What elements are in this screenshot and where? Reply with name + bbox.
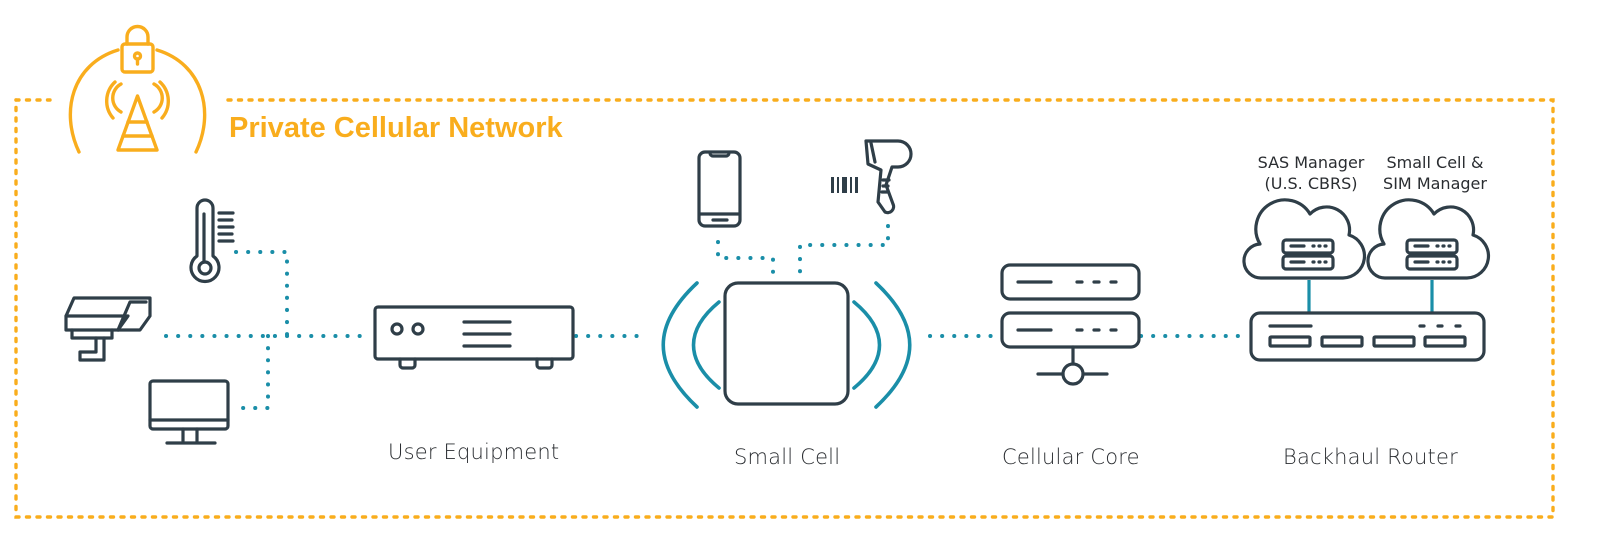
thermometer-icon	[189, 198, 235, 284]
router-icon	[1249, 311, 1486, 362]
barcode-scanner-icon	[831, 139, 913, 215]
label-sim-manager-line1: Small Cell &	[1386, 153, 1484, 172]
connection-lines	[164, 224, 1434, 410]
server-stack-icon	[1000, 263, 1141, 386]
label-sim-manager: Small Cell & SIM Manager	[1360, 152, 1510, 194]
label-user-equipment: User Equipment	[388, 440, 560, 464]
label-backhaul-router: Backhaul Router	[1283, 445, 1458, 469]
link-phone	[716, 240, 775, 284]
locked-tower-icon	[68, 24, 207, 154]
link-scanner	[798, 224, 890, 284]
label-cellular-core: Cellular Core	[1002, 445, 1140, 469]
label-sas-manager: SAS Manager (U.S. CBRS)	[1236, 152, 1386, 194]
link-thermometer	[234, 250, 289, 338]
camera-icon	[64, 296, 152, 362]
network-boundary	[14, 98, 1555, 519]
cloud-server-icon	[1366, 198, 1491, 280]
page-title: Private Cellular Network	[229, 112, 563, 144]
label-sim-manager-line2: SIM Manager	[1383, 174, 1487, 193]
label-small-cell: Small Cell	[734, 445, 841, 469]
small-cell-icon	[661, 281, 912, 409]
phone-icon	[697, 150, 742, 228]
label-sas-manager-line1: SAS Manager	[1257, 153, 1365, 172]
monitor-icon	[148, 379, 230, 445]
label-sas-manager-line2: (U.S. CBRS)	[1264, 174, 1358, 193]
set-top-box-icon	[373, 305, 575, 370]
link-monitor	[234, 334, 270, 410]
cloud-server-icon	[1242, 198, 1367, 280]
